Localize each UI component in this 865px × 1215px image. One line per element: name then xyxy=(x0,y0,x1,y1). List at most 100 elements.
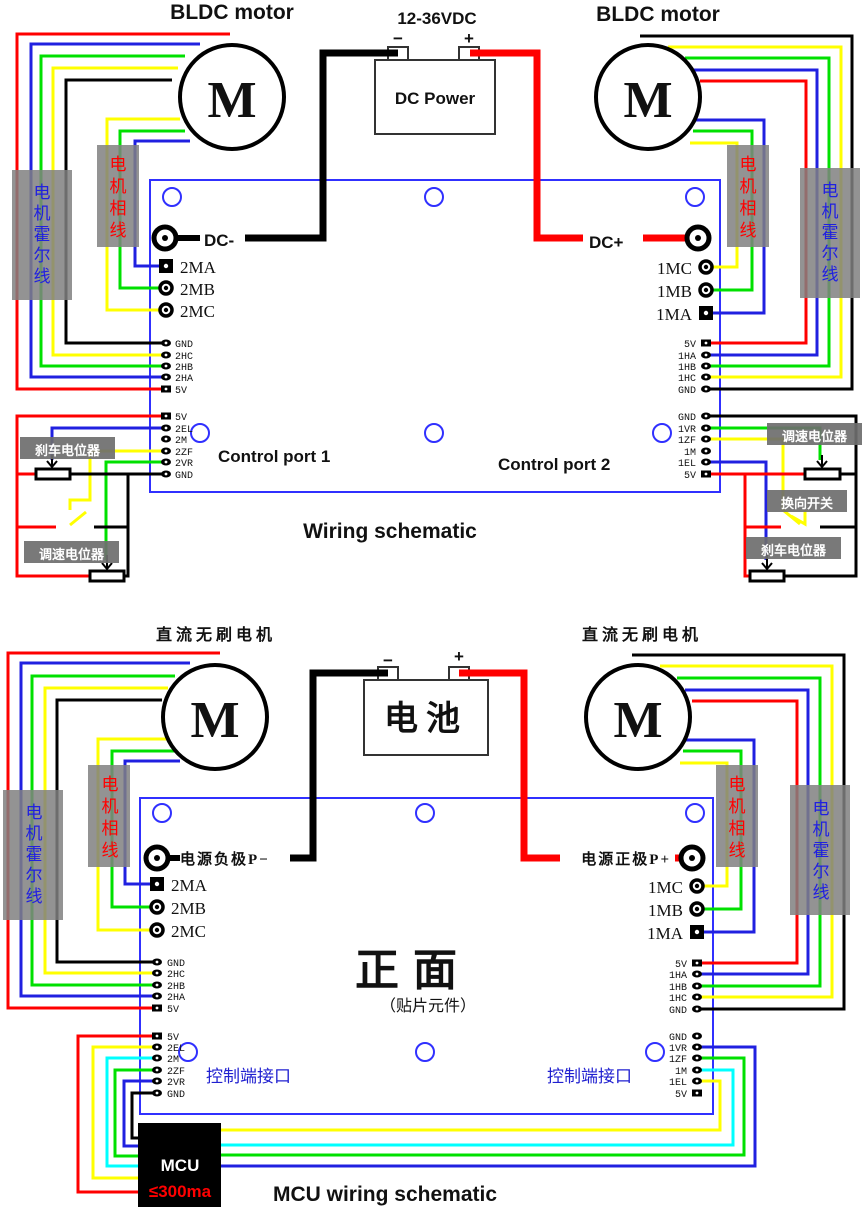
phase-wire-label-right-char: 机 xyxy=(740,177,757,196)
control-pin-label: 5V xyxy=(175,413,187,424)
control-pin-label: 5V xyxy=(675,1090,687,1101)
pot-wiper-arrow xyxy=(46,460,58,469)
mcu-zf-wire-r xyxy=(221,1056,746,1157)
pin-pad-center xyxy=(155,1056,159,1060)
pin-pad-center xyxy=(704,426,708,430)
control-pin-label: 2ZF xyxy=(175,448,193,459)
wire-label-box xyxy=(97,145,139,247)
hall-wire-label-right-b-char: 电 xyxy=(813,799,830,818)
battery-box xyxy=(363,679,489,756)
pin-pad-center xyxy=(704,472,708,476)
pin-pad-center xyxy=(704,449,708,453)
control-pin-label: 1EL xyxy=(678,459,696,470)
hall-pin-label: 1HB xyxy=(669,983,687,994)
phase-pad-center xyxy=(154,904,160,910)
control-pin-label: 1ZF xyxy=(669,1055,687,1066)
board-face-sublabel: （贴片元件） xyxy=(380,997,476,1015)
phase-wire-label-left-char: 电 xyxy=(110,155,127,174)
pin-pad-center xyxy=(155,1045,159,1049)
pin-pad-center xyxy=(164,364,168,368)
mcu-5v-wire xyxy=(76,1034,155,1194)
pin-pad-center xyxy=(155,1034,159,1038)
pin-label-1MA: 1MA xyxy=(647,924,684,943)
control-pin-label: GND xyxy=(175,471,193,482)
pin-pad-center xyxy=(695,984,699,988)
pin-pad-center xyxy=(695,995,699,999)
hall-pin-label: GND xyxy=(167,959,185,970)
hall-wire-label-right-char: 霍 xyxy=(822,223,839,242)
pot-wiper-arrow xyxy=(761,562,773,571)
control-port-label-left: 控制端接口 xyxy=(206,1067,291,1086)
pin-label-2MC: 2MC xyxy=(171,922,206,941)
mcu-el-wire-r xyxy=(221,1079,722,1132)
pin-label-2MC: 2MC xyxy=(180,302,215,321)
pin-pad-center xyxy=(164,341,168,345)
battery-negative-wire xyxy=(290,669,388,862)
reverse-switch-lever-r xyxy=(790,510,807,527)
hall-pin-label: 1HB xyxy=(678,363,696,374)
pin-pad-center xyxy=(164,387,168,391)
hall-wire-label-right-b-char: 线 xyxy=(813,883,830,902)
hall-wire-label-left-b-char: 尔 xyxy=(26,866,43,885)
mounting-hole xyxy=(152,803,172,823)
control-pin-label: 1VR xyxy=(678,425,696,436)
control-pin-label: 1EL xyxy=(669,1078,687,1089)
reverse-switch-lever xyxy=(69,510,87,527)
speed-pot-label-left-box xyxy=(24,541,119,563)
mounting-hole xyxy=(415,1042,435,1062)
control-pin-label: 2M xyxy=(175,436,187,447)
pin-label-2MA: 2MA xyxy=(171,876,208,895)
hall-pin-label: GND xyxy=(669,1006,687,1017)
ctrl-gnd-wire xyxy=(124,472,165,578)
control-pin-label: GND xyxy=(167,1090,185,1101)
pin-label-2MB: 2MB xyxy=(180,280,215,299)
hall-wire-label-left-char: 机 xyxy=(34,204,51,223)
motor-left-label: BLDC motor xyxy=(170,1,294,24)
wire-label-box xyxy=(727,145,769,247)
motor-right-circle xyxy=(594,43,702,151)
pin-pad-center xyxy=(164,353,168,357)
dc-minus-label: DC- xyxy=(204,231,234,250)
hall-pin-label: 1HA xyxy=(678,352,696,363)
battery-label: 电池 xyxy=(384,700,468,738)
phase-pad-center xyxy=(703,310,709,316)
pin-pad-center xyxy=(155,994,159,998)
hall-wire-label-left-b-char: 机 xyxy=(26,824,43,843)
pin-pad-center xyxy=(155,1006,159,1010)
phase-wire-label-left-char: 线 xyxy=(110,221,127,240)
pin-pad-center xyxy=(704,353,708,357)
power-terminal-center xyxy=(695,235,701,241)
mounting-hole xyxy=(415,803,435,823)
control-pin-label: 5V xyxy=(167,1033,179,1044)
phase-wire-label-right-b-char: 相 xyxy=(729,819,746,838)
pin-pad-center xyxy=(155,1079,159,1083)
power-label: DC Power xyxy=(395,89,476,108)
pin-pad-center xyxy=(704,437,708,441)
control-pin-label: 2EL xyxy=(167,1044,185,1055)
ctrl-5v-wire xyxy=(15,414,165,578)
phase-pad-center xyxy=(154,881,160,887)
controller-board-top xyxy=(149,179,721,493)
motor-right-bottom-symbol: M xyxy=(613,692,662,749)
control-port-2-label: Control port 2 xyxy=(498,455,610,474)
hall-pin-label: GND xyxy=(175,340,193,351)
hall-pin-label: 2HC xyxy=(167,970,185,981)
pin-label-1MB: 1MB xyxy=(648,901,683,920)
phase-wire-label-right-b-char: 电 xyxy=(729,775,746,794)
motor-right-label-cn: 直流无刷电机 xyxy=(582,625,702,644)
pot-wiper-arrow xyxy=(101,562,113,571)
phase-wire-label-left-char: 机 xyxy=(110,177,127,196)
phase-pad-center xyxy=(154,927,160,933)
mcu-label: MCU xyxy=(161,1156,200,1175)
hall-wire-label-right-char: 尔 xyxy=(822,244,839,263)
hall-pin-label: 2HA xyxy=(167,993,185,1004)
neg-terminal-label: 电源负极P− xyxy=(180,850,270,868)
hall-pin-label: 1HA xyxy=(669,971,687,982)
wire-label-box xyxy=(800,168,860,298)
phase-wire-label-right-char: 电 xyxy=(740,155,757,174)
pin-pad-center xyxy=(704,387,708,391)
phase-pad-center xyxy=(694,929,700,935)
motor-left-bottom-symbol: M xyxy=(190,692,239,749)
